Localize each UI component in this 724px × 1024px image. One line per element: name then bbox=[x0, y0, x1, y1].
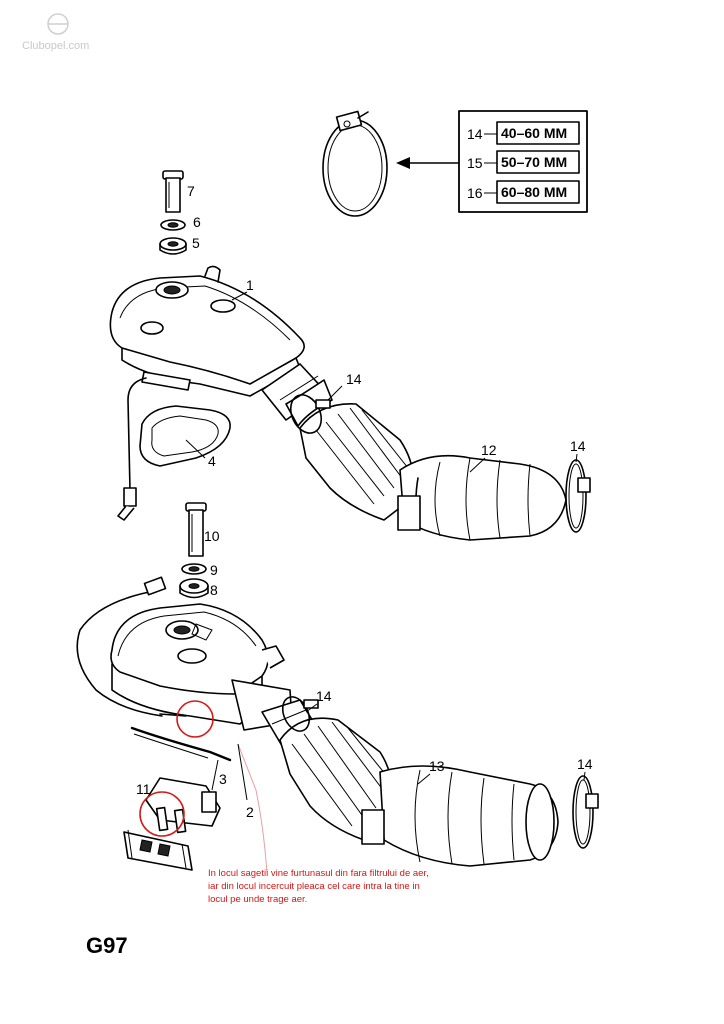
hose-clamp-detail bbox=[322, 110, 388, 217]
callout-8: 8 bbox=[210, 582, 218, 598]
callout-4: 4 bbox=[208, 453, 216, 469]
grommet-upper bbox=[159, 237, 187, 255]
corrugated-hose-12 bbox=[299, 403, 567, 541]
callout-12: 12 bbox=[481, 442, 497, 458]
seal-ring bbox=[130, 726, 232, 762]
annotation-note: In locul sagetii vine furtunasul din far… bbox=[208, 868, 429, 905]
valve-block bbox=[145, 777, 221, 834]
gasket bbox=[139, 405, 231, 467]
washer-upper bbox=[160, 219, 186, 231]
watermark: Clubopel.com bbox=[22, 13, 89, 52]
clamp-spec-row-3: 16 60–80 MM bbox=[467, 180, 580, 204]
intake-pipe-upper bbox=[261, 363, 333, 427]
callout-5: 5 bbox=[192, 235, 200, 251]
callout-10: 10 bbox=[204, 528, 220, 544]
callout-3: 3 bbox=[219, 771, 227, 787]
callout-9: 9 bbox=[210, 562, 218, 578]
clamp-14-upper-right bbox=[565, 459, 591, 533]
leader-lines bbox=[185, 291, 586, 801]
clamp-spec-row-1: 14 40–60 MM bbox=[467, 121, 580, 145]
callout-11: 11 bbox=[136, 781, 151, 797]
clamp-ref: 15 bbox=[467, 155, 483, 171]
clamp-size-table: 14 40–60 MM 15 50–70 MM 16 60–80 MM bbox=[458, 110, 588, 213]
callout-6: 6 bbox=[193, 214, 201, 230]
callout-2: 2 bbox=[246, 804, 254, 820]
sensor-wire-upper bbox=[117, 377, 147, 521]
callout-13: 13 bbox=[429, 758, 445, 774]
washer-lower bbox=[181, 563, 207, 575]
clamp-14-lower-right bbox=[572, 775, 599, 849]
page-code: G97 bbox=[86, 933, 128, 958]
callout-1: 1 bbox=[246, 277, 254, 293]
callout-14-upper-left: 14 bbox=[346, 371, 362, 387]
corrugated-hose-13 bbox=[279, 717, 559, 867]
callout-7: 7 bbox=[187, 183, 195, 199]
callout-14-lower-right: 14 bbox=[577, 756, 593, 772]
clamp-ref: 14 bbox=[467, 126, 483, 142]
bolt-upper bbox=[162, 170, 184, 213]
grommet-lower bbox=[179, 578, 209, 599]
clamp-ref: 16 bbox=[467, 185, 483, 201]
hand-drawn-arrow-tail bbox=[237, 743, 257, 791]
clamp-size: 40–60 MM bbox=[501, 125, 567, 141]
clamp-size: 50–70 MM bbox=[501, 154, 567, 170]
arrow-head bbox=[396, 157, 410, 169]
sensor-wire-lower bbox=[76, 576, 187, 717]
watermark-text: Clubopel.com bbox=[22, 40, 89, 52]
callout-14-upper-right: 14 bbox=[570, 438, 586, 454]
callout-14-lower-left: 14 bbox=[316, 688, 332, 704]
air-cleaner-housing-upper bbox=[109, 265, 305, 397]
hand-drawn-arrow bbox=[255, 789, 268, 873]
highlight-circle-housing bbox=[176, 700, 214, 738]
callouts: 1 2 3 4 5 6 7 8 9 10 11 12 13 14 14 14 1… bbox=[136, 183, 593, 820]
clamp-14-upper-left bbox=[289, 394, 331, 434]
bolt-lower bbox=[185, 502, 207, 557]
clamp-size: 60–80 MM bbox=[501, 184, 567, 200]
mounting-bracket bbox=[123, 829, 193, 871]
highlight-circle-block bbox=[139, 791, 185, 837]
clamp-spec-row-2: 15 50–70 MM bbox=[467, 150, 580, 174]
